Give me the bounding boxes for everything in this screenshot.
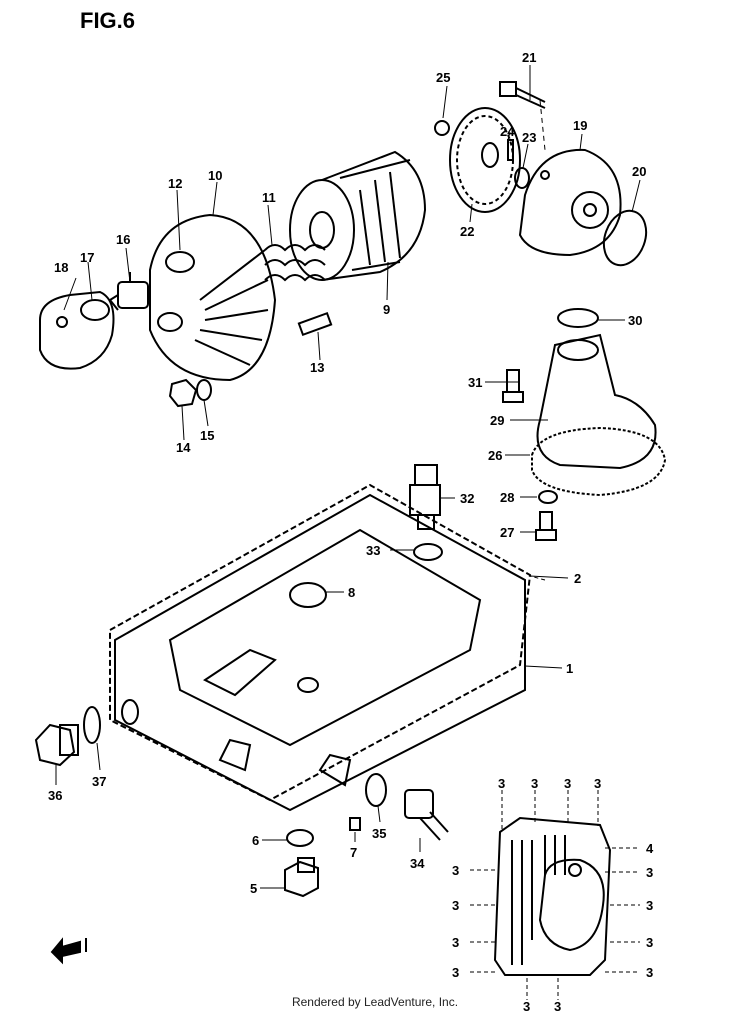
callout-35: 35 xyxy=(372,826,386,841)
callout-3: 3 xyxy=(452,935,459,950)
part-23-washer xyxy=(514,167,530,189)
part-15-washer xyxy=(196,379,212,401)
callout-3: 3 xyxy=(452,898,459,913)
callout-29: 29 xyxy=(490,413,504,428)
figure-title: FIG.6 xyxy=(80,8,136,33)
callout-9: 9 xyxy=(383,302,390,317)
part-37-washer xyxy=(83,706,101,744)
part-11-spring xyxy=(264,244,326,282)
part-29-strainer-body xyxy=(536,333,657,470)
part-25-circlip xyxy=(434,120,450,136)
callout-3: 3 xyxy=(554,999,561,1013)
part-36-drain-plug xyxy=(34,723,79,767)
part-27-bolt xyxy=(535,511,557,541)
callout-1: 1 xyxy=(566,661,573,676)
callout-7: 7 xyxy=(350,845,357,860)
callout-30: 30 xyxy=(628,313,642,328)
part-20-o-ring xyxy=(602,209,648,267)
part-28-washer xyxy=(538,490,558,504)
part-18-filter-cap xyxy=(39,290,115,370)
part-21-bolt xyxy=(499,81,546,109)
callout-37: 37 xyxy=(92,774,106,789)
part-31-bolt xyxy=(502,369,524,403)
callout-6: 6 xyxy=(252,833,259,848)
callout-10: 10 xyxy=(208,168,222,183)
callout-4: 4 xyxy=(646,841,654,856)
part-35-o-ring xyxy=(365,773,387,807)
part-1-oil-pan xyxy=(114,493,526,812)
callout-14: 14 xyxy=(176,440,191,455)
part-10-filter-cover xyxy=(149,213,277,382)
part-19-oil-pump xyxy=(518,148,622,257)
callout-5: 5 xyxy=(250,881,257,896)
callout-31: 31 xyxy=(468,375,482,390)
callout-25: 25 xyxy=(436,70,450,85)
part-14-nut xyxy=(168,378,198,408)
callout-17: 17 xyxy=(80,250,94,265)
callout-8: 8 xyxy=(348,585,355,600)
callout-32: 32 xyxy=(460,491,474,506)
callout-3: 3 xyxy=(452,965,459,980)
callout-11: 11 xyxy=(262,190,276,205)
callout-22: 22 xyxy=(460,224,474,239)
callout-16: 16 xyxy=(116,232,130,247)
callout-3: 3 xyxy=(646,965,653,980)
part-30-o-ring xyxy=(557,308,599,328)
callout-19: 19 xyxy=(573,118,587,133)
callout-12: 12 xyxy=(168,176,182,191)
callout-3: 3 xyxy=(452,863,459,878)
callout-2: 2 xyxy=(574,571,581,586)
render-credit: Rendered by LeadVenture, Inc. xyxy=(291,995,459,1009)
callout-33: 33 xyxy=(366,543,380,558)
part-9-filter-element xyxy=(289,150,427,281)
part-6-washer xyxy=(286,829,314,847)
part-13-stud xyxy=(297,311,333,337)
callout-36: 36 xyxy=(48,788,62,803)
front-arrow-icon xyxy=(50,937,87,965)
part-7-plug xyxy=(349,817,361,831)
callout-3: 3 xyxy=(564,776,571,791)
callout-21: 21 xyxy=(522,50,536,65)
callout-3: 3 xyxy=(594,776,601,791)
oil-pan-bottom-view xyxy=(493,816,612,976)
callout-18: 18 xyxy=(54,260,68,275)
callout-3: 3 xyxy=(523,999,530,1013)
part-5-plug xyxy=(284,857,319,898)
callout-23: 23 xyxy=(522,130,536,145)
callout-24: 24 xyxy=(500,124,515,139)
callout-3: 3 xyxy=(646,898,653,913)
part-33-gasket xyxy=(413,543,443,561)
callout-34: 34 xyxy=(410,856,425,871)
callout-20: 20 xyxy=(632,164,646,179)
callout-3: 3 xyxy=(646,865,653,880)
callout-15: 15 xyxy=(200,428,214,443)
callout-3: 3 xyxy=(498,776,505,791)
callout-26: 26 xyxy=(488,448,502,463)
callout-3: 3 xyxy=(646,935,653,950)
part-2-pan-gasket xyxy=(109,483,532,802)
callout-28: 28 xyxy=(500,490,514,505)
callout-3: 3 xyxy=(531,776,538,791)
callout-27: 27 xyxy=(500,525,514,540)
part-34-bolt xyxy=(404,789,449,841)
callout-13: 13 xyxy=(310,360,324,375)
part-26-strainer-screen xyxy=(531,426,667,497)
part-24-pin xyxy=(507,139,514,161)
